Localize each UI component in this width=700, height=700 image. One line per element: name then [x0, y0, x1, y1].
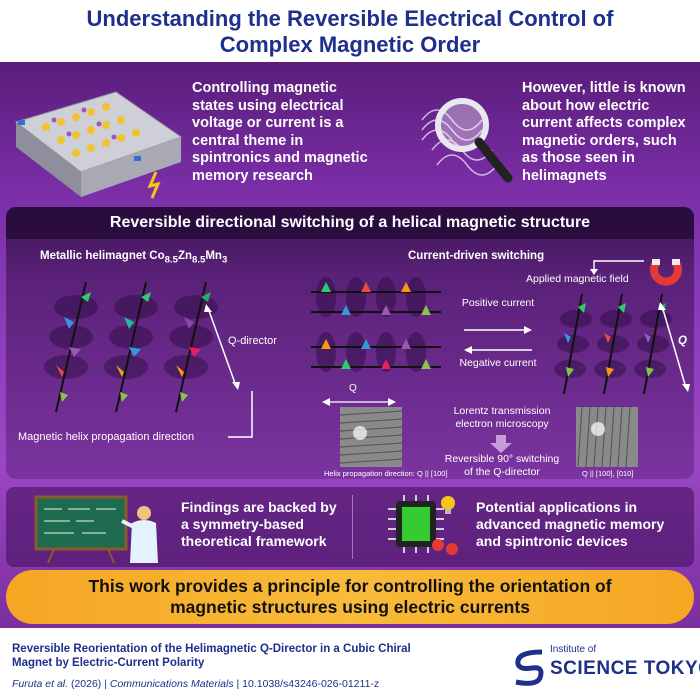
conclusion-banner: This work provides a principle for contr…: [6, 570, 694, 624]
title-area: Understanding the Reversible Electrical …: [0, 0, 700, 62]
q-110-label: Q || [100], [010]: [582, 469, 634, 478]
citation-line: Furuta et al. (2026) | Communications Ma…: [12, 678, 379, 690]
poster-body: Controlling magnetic states using electr…: [0, 62, 700, 628]
material-label: Metallic helimagnet Co8.5Zn8.5Mn3: [40, 250, 227, 265]
chip-icon: [388, 495, 458, 555]
helix-diagram-right: [554, 293, 672, 395]
device-illustration: [14, 91, 183, 199]
citation-doi: | 10.1038/s43246-026-01211-z: [233, 678, 380, 690]
positive-current-arrow: [464, 326, 532, 334]
magnet-icon: [650, 259, 682, 286]
citation-year: (2026) |: [68, 678, 110, 690]
material-sub-3: 3: [221, 254, 228, 266]
citation-journal: Communications Materials: [109, 678, 234, 690]
citation-authors: Furuta et al.: [12, 678, 69, 690]
middle-panel-header: Reversible directional switching of a he…: [6, 207, 694, 239]
helix-direction-label: Magnetic helix propagation direction: [18, 431, 195, 443]
material-sub-2: 8.5: [192, 254, 206, 266]
intro-text-left: Controlling magnetic states using electr…: [192, 80, 368, 184]
applied-field-label: Applied magnetic field: [526, 273, 629, 285]
q-director-label: Q-director: [228, 335, 277, 347]
material-mn: Mn: [205, 250, 222, 262]
magnifier-icon: [421, 98, 513, 183]
negative-current-arrow: [464, 346, 532, 354]
q-director-arrow: [204, 304, 240, 390]
reversible-switch-label: Reversible 90° switching of the Q-direct…: [444, 453, 560, 478]
q-right-label: Q: [678, 335, 687, 347]
logo-mark-icon: [515, 649, 544, 686]
intro-text-right: However, little is known about how elect…: [522, 80, 686, 184]
chalkboard-scientist-illustration: [34, 495, 158, 563]
findings-divider: [352, 495, 353, 559]
lorentz-label: Lorentz transmission electron microscopy: [453, 405, 551, 430]
title-line-1: Understanding the Reversible Electrical …: [86, 6, 614, 31]
negative-current-label: Negative current: [459, 357, 537, 369]
positive-current-label: Positive current: [461, 297, 535, 309]
field-arrow: [590, 260, 644, 275]
logo-top-text: Institute of: [550, 644, 597, 655]
down-arrow-icon: [490, 435, 512, 453]
material-zn: Zn: [177, 250, 192, 262]
q-center-arrow: [322, 398, 396, 406]
helix-diagram-center: [311, 277, 441, 372]
findings-left-text: Findings are backed by a symmetry-based …: [181, 499, 337, 549]
findings-row: Findings are backed by a symmetry-based …: [6, 487, 694, 567]
findings-right-text: Potential applications in advanced magne…: [476, 499, 665, 549]
current-switching-label: Current-driven switching: [408, 250, 545, 262]
q-arrow-right: [658, 302, 690, 392]
ltem-image-right: [576, 407, 638, 467]
helix-diagram-left: [44, 281, 218, 413]
banner-line-1: This work provides a principle for contr…: [88, 576, 612, 596]
logo-main-text: SCIENCE TOKYO: [550, 658, 700, 679]
q-center-label: Q: [349, 383, 357, 394]
ltem-image-left: [340, 407, 402, 467]
middle-panel: Reversible directional switching of a he…: [6, 207, 694, 479]
helix-prop-small-label: Helix propagation direction: Q || [100]: [324, 469, 448, 478]
citation-footer: Reversible Reorientation of the Helimagn…: [0, 628, 700, 700]
helix-direction-arrow: [228, 391, 253, 438]
material-co: Metallic helimagnet Co: [40, 250, 165, 262]
material-sub-1: 8.5: [164, 254, 178, 266]
paper-title: Reversible Reorientation of the Helimagn…: [12, 643, 411, 669]
institution-logo: Institute of SCIENCE TOKYO: [508, 642, 700, 692]
banner-line-2: magnetic structures using electric curre…: [170, 597, 530, 617]
title-line-2: Complex Magnetic Order: [219, 32, 481, 57]
